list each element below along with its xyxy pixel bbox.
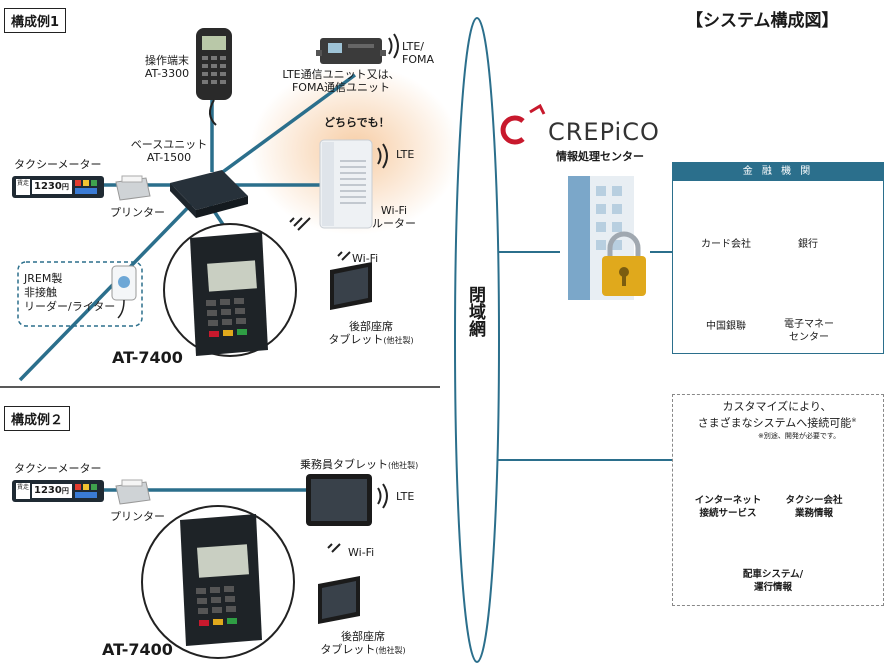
base-unit-label: ベースユニット AT-1500: [130, 138, 208, 164]
config2-label: 構成例２: [4, 406, 71, 431]
rear-tablet-label-2: 後部座席 タブレット(他社製): [320, 630, 406, 656]
config1-label: 構成例1: [4, 8, 67, 33]
meter-reading-1: 1230円: [34, 181, 69, 192]
wireless-icon-router-down: [289, 217, 311, 231]
meter-reading-2: 1230円: [34, 485, 69, 496]
wireless-icon-lte-unit: [388, 33, 399, 59]
printer-icon-1: [115, 175, 151, 201]
page-title: 【システム構成図】: [686, 11, 839, 31]
custom-item-dispatch: 配車システム/ 運行情報: [742, 569, 804, 593]
wifi-label-1: Wi-Fi: [352, 252, 379, 265]
custom-item-internet: インターネット 接続サービス: [694, 495, 762, 519]
printer-icon-2: [115, 479, 151, 505]
custom-line1: カスタマイズにより、: [722, 400, 832, 413]
crepico-logo-icon: [500, 103, 546, 145]
custom-systems-box: [672, 394, 884, 606]
router-label: Wi-Fi ルーター: [372, 204, 416, 230]
jrem-label: JREM製 非接触 リーダー/ライター: [24, 272, 116, 313]
custom-line2: さまざまなシステムへ接続可能※: [697, 416, 857, 430]
taxi-meter-icon-2: [12, 480, 104, 502]
financial-institutions-box: [672, 162, 884, 354]
rear-tablet-label-1: 後部座席 タブレット(他社製): [328, 320, 414, 346]
at7400-label-1: AT-7400: [112, 348, 183, 367]
crepico-logo-text: CREPiCO: [548, 118, 660, 146]
operation-terminal-label: 操作端末 AT-3300: [144, 54, 190, 80]
rear-tablet-icon-1: [330, 262, 372, 310]
at7400-terminal-icon-2: [180, 514, 262, 646]
wireless-icon-crew-down: [327, 543, 341, 553]
meter-tag-2: 賃走: [17, 484, 30, 491]
operation-terminal-icon: [196, 28, 232, 126]
wireless-icon-crew: [377, 483, 388, 509]
lock-icon: [602, 231, 646, 296]
printer-label-1: プリンター: [110, 206, 165, 219]
financial-item-card: カード会社: [701, 239, 751, 250]
wifi-label-2: Wi-Fi: [348, 546, 375, 559]
closed-network-ellipse: [454, 17, 500, 663]
lte-unit-label: LTE通信ユニット又は、 FOMA通信ユニット: [282, 68, 400, 94]
financial-item-unionpay: 中国銀聯: [706, 321, 746, 332]
wireless-icon-router: [377, 143, 388, 169]
either-callout: どちらでも！: [324, 116, 390, 129]
router-lte-label: LTE: [396, 148, 415, 161]
meter-tag-1: 賃走: [17, 180, 30, 187]
lte-unit-icon: [316, 38, 386, 64]
taxi-meter-label-2: タクシーメーター: [14, 462, 102, 475]
printer-label-2: プリンター: [110, 510, 165, 523]
at7400-label-2: AT-7400: [102, 640, 173, 659]
crew-lte-label: LTE: [396, 490, 415, 503]
financial-item-bank: 銀行: [798, 239, 818, 250]
rear-tablet-icon-2: [318, 576, 360, 624]
crew-tablet-icon: [306, 474, 372, 526]
at7400-terminal-icon-1: [190, 232, 268, 356]
financial-item-emoney: 電子マネー センター: [784, 319, 834, 343]
jrem-reader-icon: [111, 265, 137, 319]
jrem-box: [17, 261, 143, 327]
wifi-router-icon: [319, 139, 373, 229]
base-unit-icon: [170, 170, 248, 218]
taxi-meter-icon-1: [12, 176, 104, 198]
custom-note: ※別途、開発が必要です。: [758, 432, 841, 440]
taxi-meter-label-1: タクシーメーター: [14, 158, 102, 171]
financial-heading: 金 融 機 関: [673, 163, 883, 181]
lte-unit-tag: LTE/ FOMA: [402, 40, 435, 66]
crepico-subtitle: 情報処理センター: [556, 150, 644, 163]
crew-tablet-label: 乗務員タブレット(他社製): [300, 458, 419, 471]
custom-item-taxi-company: タクシー会社 業務情報: [785, 495, 843, 519]
wireless-icon-tablet-1: [337, 251, 351, 261]
closed-network-label: 閉域網: [465, 286, 485, 337]
